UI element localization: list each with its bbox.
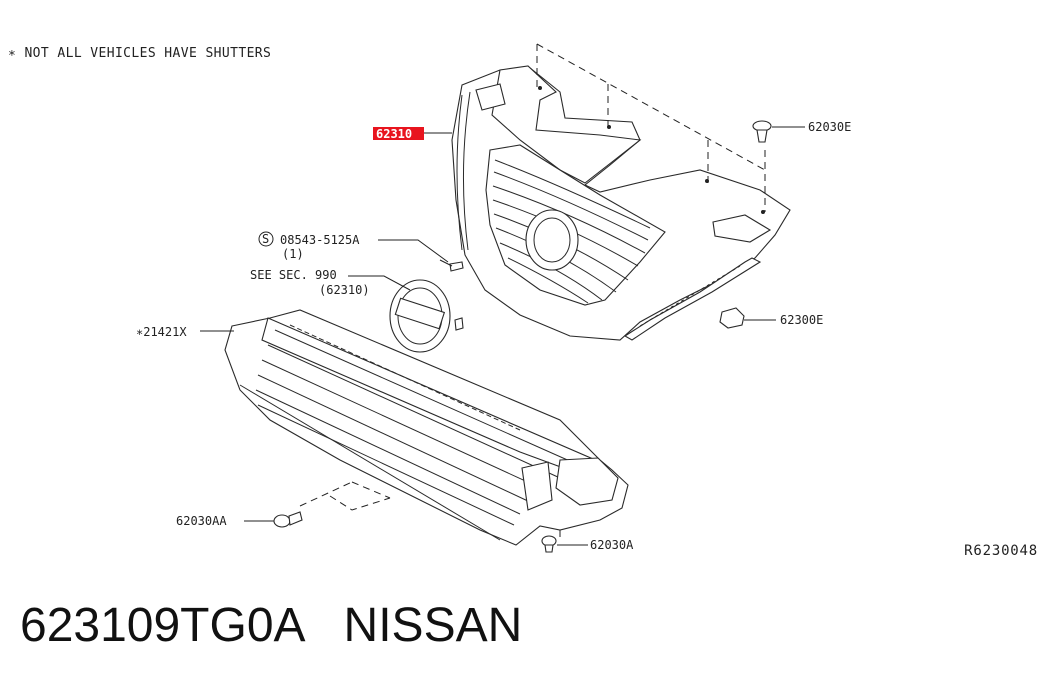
- highlighted-part-box: [373, 127, 424, 140]
- brand-name: NISSAN: [343, 599, 523, 652]
- s-symbol: [258, 231, 274, 247]
- drawing-number: R6230048: [964, 543, 1038, 559]
- callout-see-sec[interactable]: SEE SEC. 990: [250, 268, 337, 282]
- callout-clip-lower-right[interactable]: 62030A: [590, 538, 634, 552]
- shutter-note: ∗ NOT ALL VEHICLES HAVE SHUTTERS: [8, 46, 272, 61]
- emblem-part: [389, 279, 464, 353]
- callout-bolt[interactable]: 08543-5125A: [280, 233, 360, 247]
- front-grille: [451, 65, 791, 341]
- callout-clip-lower-left[interactable]: 62030AA: [176, 514, 227, 528]
- callout-clip-top[interactable]: 62030E: [808, 120, 851, 134]
- bracket-62300e-part: [719, 307, 745, 329]
- clip-62030a-part: [541, 535, 557, 553]
- s-symbol-letter: S: [262, 232, 269, 246]
- clip-62030e-part: [752, 120, 772, 143]
- part-number: 623109TG0A: [20, 599, 306, 652]
- grille-shutter: [224, 309, 629, 546]
- callout-bracket[interactable]: 62300E: [780, 313, 823, 327]
- bolt-part: [439, 259, 464, 272]
- callout-emblem-ref[interactable]: (62310): [319, 283, 370, 297]
- callout-bolt-qty: (1): [282, 247, 304, 261]
- callout-shutter[interactable]: ∗21421X: [136, 325, 187, 339]
- clip-62030aa-part: [273, 511, 303, 528]
- callout-62310[interactable]: 62310: [376, 127, 412, 141]
- footer-caption: 623109TG0A NISSAN: [20, 598, 560, 653]
